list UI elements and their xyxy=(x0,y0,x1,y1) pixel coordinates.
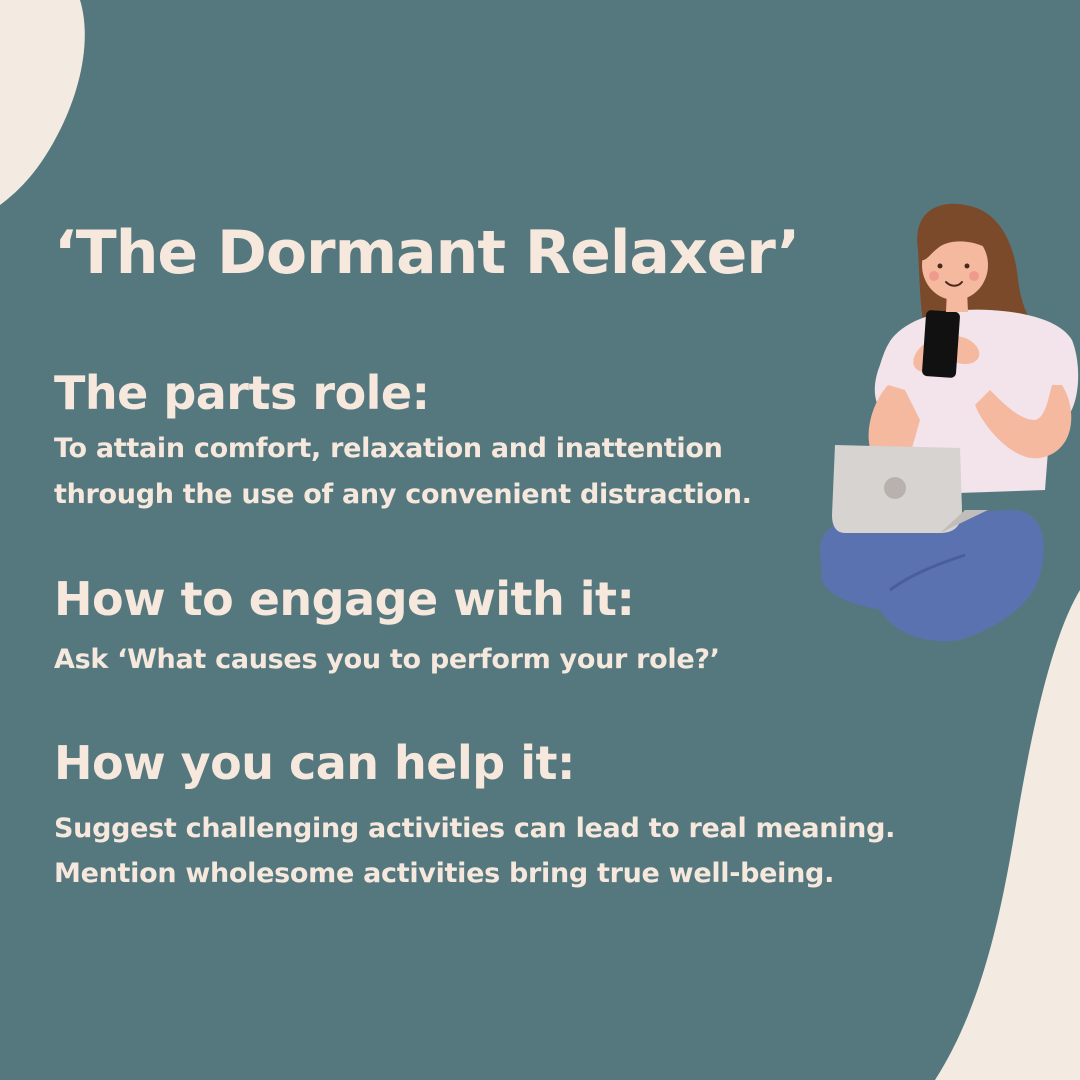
corner-blob-top-left xyxy=(0,0,85,205)
page-title: ‘The Dormant Relaxer’ xyxy=(54,218,800,288)
section-heading-role: The parts role: xyxy=(54,366,430,420)
section-heading-engage: How to engage with it: xyxy=(54,572,635,626)
section-text-line: Ask ‘What causes you to perform your rol… xyxy=(54,644,720,675)
woman-with-phone-and-laptop-illustration xyxy=(820,203,1079,642)
section-text-line: To attain comfort, relaxation and inatte… xyxy=(54,433,723,464)
section-text-line: Mention wholesome activities bring true … xyxy=(54,858,835,889)
section-text-line: through the use of any convenient distra… xyxy=(54,479,752,510)
section-text-line: Suggest challenging activities can lead … xyxy=(54,813,896,844)
section-heading-help: How you can help it: xyxy=(54,736,575,790)
